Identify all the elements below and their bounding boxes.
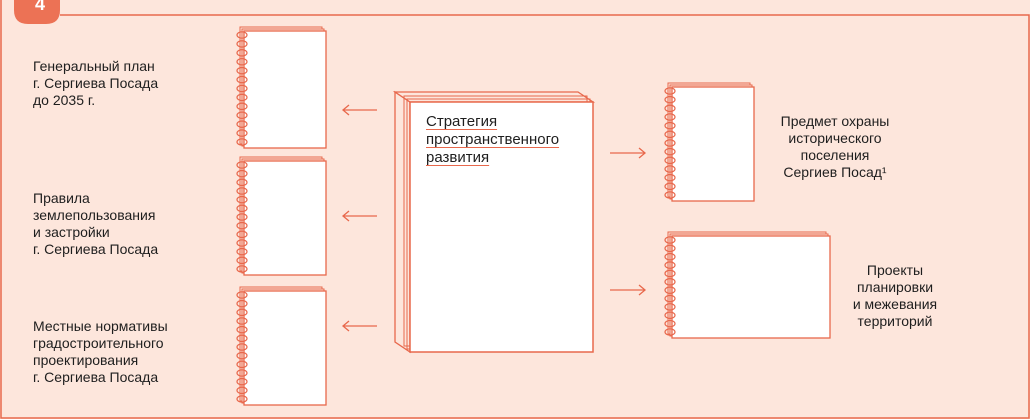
label-local-standards: Местные нормативы градостроительного про… — [33, 318, 168, 385]
arrow-left-icon — [341, 320, 377, 332]
spiral-ring — [664, 104, 676, 113]
spiral-ring — [664, 95, 676, 104]
spiral-ring — [236, 325, 248, 334]
spiral-ring — [664, 165, 676, 173]
spiral-ring — [236, 239, 248, 247]
label-planning-projects: Проекты планировки и межевания территори… — [852, 262, 938, 329]
spiral-ring — [236, 93, 248, 102]
spiral-ring — [664, 311, 676, 320]
spiral-ring — [236, 187, 248, 195]
spiral-ring — [236, 213, 248, 221]
spiral-ring — [236, 256, 248, 265]
spiral-ring — [664, 147, 676, 156]
spiral-ring — [236, 195, 248, 204]
spiral-ring — [236, 31, 248, 39]
step-number: 4 — [34, 0, 45, 14]
arrow-left-icon — [341, 104, 377, 116]
spiral-ring — [236, 178, 248, 187]
spiral-ring — [664, 294, 676, 303]
spiral-ring — [236, 265, 248, 273]
spiral-ring — [664, 252, 676, 261]
strategy-title[interactable]: Стратегия пространственного развития — [426, 113, 591, 167]
spiral-ring — [236, 317, 248, 325]
spiral-ring — [664, 286, 676, 294]
spiral-ring — [664, 303, 676, 311]
arrow-left-icon — [341, 210, 377, 222]
spiral-ring — [236, 129, 248, 137]
spiral-ring — [236, 120, 248, 128]
spiral-ring — [664, 191, 676, 199]
book-stack-icon[interactable] — [392, 90, 596, 354]
spiral-ring — [236, 308, 248, 317]
notebook-planning-projects[interactable] — [664, 231, 831, 339]
spiral-ring — [236, 351, 248, 360]
spiral-ring — [664, 121, 676, 130]
spiral-ring — [664, 87, 676, 95]
spiral-ring — [236, 161, 248, 169]
spiral-ring — [664, 269, 676, 278]
label-protection-subject: Предмет охраны исторического поселения С… — [780, 113, 890, 180]
label-land-use-rules: Правила землепользования и застройки г. … — [33, 190, 159, 257]
strategy-title-line[interactable]: пространственного — [426, 131, 560, 148]
spiral-ring — [236, 204, 248, 213]
spiral-ring — [236, 84, 248, 93]
notebook-protection-subject[interactable] — [664, 82, 755, 202]
spiral-ring — [236, 138, 248, 146]
arrow-right-icon — [610, 284, 647, 296]
spiral-ring — [236, 66, 248, 75]
spiral-ring — [236, 299, 248, 308]
spiral-ring — [236, 334, 248, 343]
spiral-ring — [236, 230, 248, 239]
spiral-ring — [236, 395, 248, 403]
spiral-ring — [664, 139, 676, 147]
spiral-ring — [236, 360, 248, 369]
spiral-ring — [236, 40, 248, 48]
arrow-right-icon — [610, 147, 647, 159]
spiral-ring — [236, 291, 248, 299]
spiral-ring — [236, 75, 248, 84]
spiral-ring — [664, 156, 676, 165]
spiral-ring — [236, 343, 248, 351]
spiral-ring — [664, 244, 676, 253]
spiral-ring — [236, 169, 248, 178]
spiral-ring — [236, 57, 248, 66]
spiral-ring — [664, 130, 676, 139]
strategy-title-line[interactable]: развития — [426, 149, 490, 166]
strategy-title-line[interactable]: Стратегия — [426, 113, 498, 130]
notebook-general-plan[interactable] — [236, 26, 327, 149]
spiral-ring — [236, 377, 248, 386]
spiral-ring — [664, 182, 676, 191]
spiral-ring — [664, 261, 676, 269]
spiral-ring — [664, 173, 676, 182]
step-badge — [14, 0, 60, 24]
label-general-plan: Генеральный план г. Сергиева Посада до 2… — [33, 58, 159, 108]
spiral-ring — [236, 102, 248, 111]
spiral-ring — [236, 111, 248, 120]
spiral-ring — [664, 278, 676, 286]
notebook-land-use-rules[interactable] — [236, 156, 327, 276]
spiral-ring — [664, 328, 676, 336]
notebook-local-standards[interactable] — [236, 286, 327, 406]
spiral-ring — [236, 247, 248, 256]
spiral-ring — [236, 221, 248, 230]
spiral-ring — [664, 113, 676, 121]
spiral-ring — [664, 236, 676, 244]
spiral-ring — [664, 319, 676, 328]
spiral-ring — [236, 369, 248, 377]
spiral-ring — [236, 386, 248, 395]
spiral-ring — [236, 49, 248, 57]
